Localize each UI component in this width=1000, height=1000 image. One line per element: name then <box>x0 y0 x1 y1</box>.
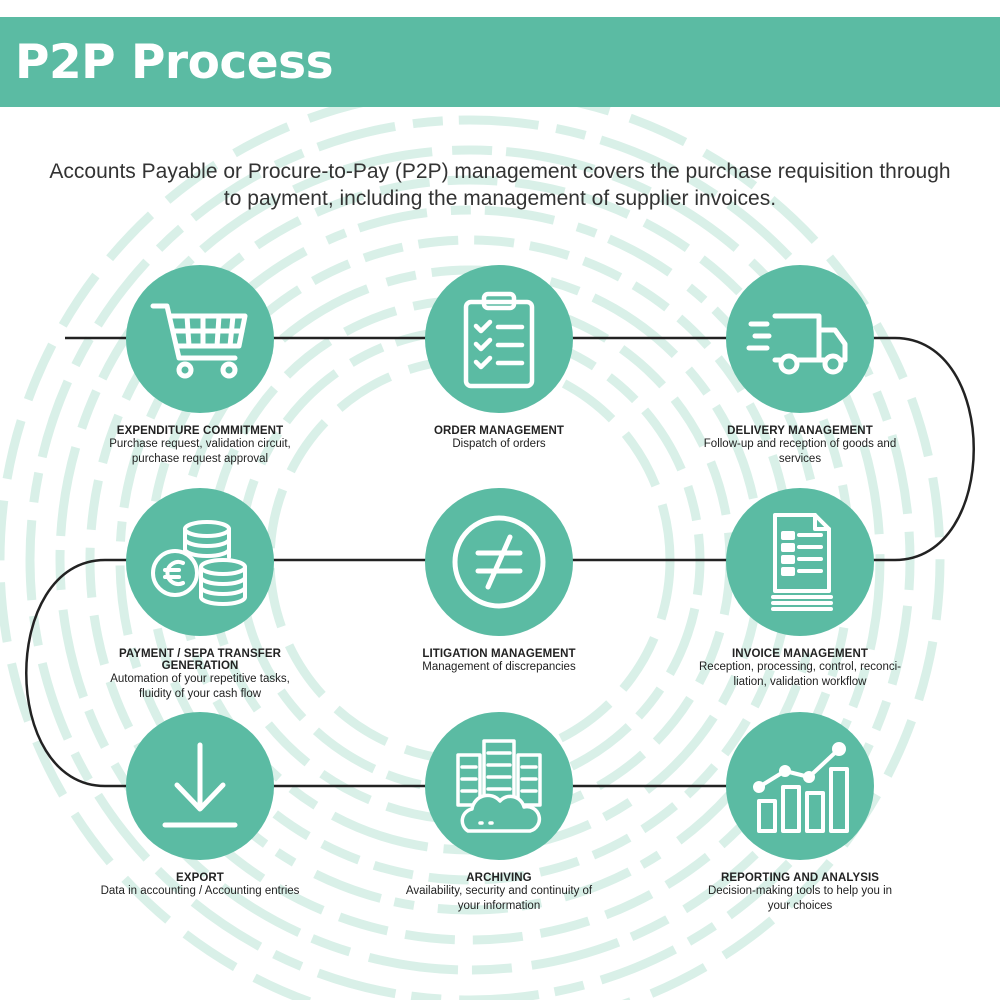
step-circle <box>126 712 274 860</box>
step-invoice-management: INVOICE MANAGEMENT Reception, processing… <box>680 488 920 689</box>
growth-chart-icon <box>753 742 849 833</box>
step-order-management: ORDER MANAGEMENT Dispatch of orders <box>379 265 619 452</box>
step-circle <box>126 488 274 636</box>
step-description: Management of discrepancies <box>422 661 576 673</box>
step-title: PAYMENT / SEPA TRANSFER GENERATION <box>118 648 282 672</box>
header-banner: P2P Process <box>0 17 1000 107</box>
step-description: Availability, security and continuity of… <box>405 885 593 912</box>
step-circle <box>425 265 573 413</box>
step-title: DELIVERY MANAGEMENT <box>727 425 873 437</box>
step-archiving: ARCHIVING Availability, security and con… <box>379 712 619 913</box>
step-title: ARCHIVING <box>466 872 532 884</box>
step-circle <box>726 265 874 413</box>
step-expenditure-commitment: EXPENDITURE COMMITMENT Purchase request,… <box>80 265 320 466</box>
step-title: EXPENDITURE COMMITMENT <box>116 425 284 437</box>
intro-text: Accounts Payable or Procure-to-Pay (P2P)… <box>49 160 951 210</box>
step-export: EXPORT Data in accounting / Accounting e… <box>80 712 320 899</box>
euro-coins-icon <box>151 520 247 606</box>
step-litigation-management: LITIGATION MANAGEMENT Management of disc… <box>379 488 619 675</box>
step-title: LITIGATION MANAGEMENT <box>422 648 576 660</box>
server-cloud-icon <box>456 739 542 833</box>
step-payment-sepa: PAYMENT / SEPA TRANSFER GENERATION Autom… <box>80 488 320 701</box>
step-circle <box>126 265 274 413</box>
step-description: Reception, processing, control, reconci-… <box>699 661 901 688</box>
download-arrow-icon <box>162 742 238 828</box>
step-description: Automation of your repetitive tasks, flu… <box>110 673 290 700</box>
step-circle <box>425 488 573 636</box>
step-circle <box>726 712 874 860</box>
shopping-cart-icon <box>150 303 248 379</box>
page-title: P2P Process <box>15 35 334 90</box>
clipboard-checklist-icon <box>463 291 535 389</box>
invoice-document-icon <box>771 513 833 611</box>
step-description: Dispatch of orders <box>452 438 546 450</box>
step-reporting-analysis: REPORTING AND ANALYSIS Decision-making t… <box>680 712 920 913</box>
step-delivery-management: DELIVERY MANAGEMENT Follow-up and recept… <box>680 265 920 466</box>
step-description: Purchase request, validation circuit, pu… <box>109 438 291 465</box>
step-description: Data in accounting / Accounting entries <box>100 885 300 897</box>
not-equal-icon <box>452 515 546 609</box>
step-title: REPORTING AND ANALYSIS <box>720 872 880 884</box>
step-circle <box>726 488 874 636</box>
step-title: INVOICE MANAGEMENT <box>732 648 868 660</box>
step-circle <box>425 712 573 860</box>
delivery-truck-icon <box>746 313 848 375</box>
step-title: ORDER MANAGEMENT <box>433 425 564 437</box>
step-description: Decision-making tools to help you in you… <box>707 885 893 912</box>
step-title: EXPORT <box>176 872 224 884</box>
step-description: Follow-up and reception of goods and ser… <box>703 438 897 465</box>
